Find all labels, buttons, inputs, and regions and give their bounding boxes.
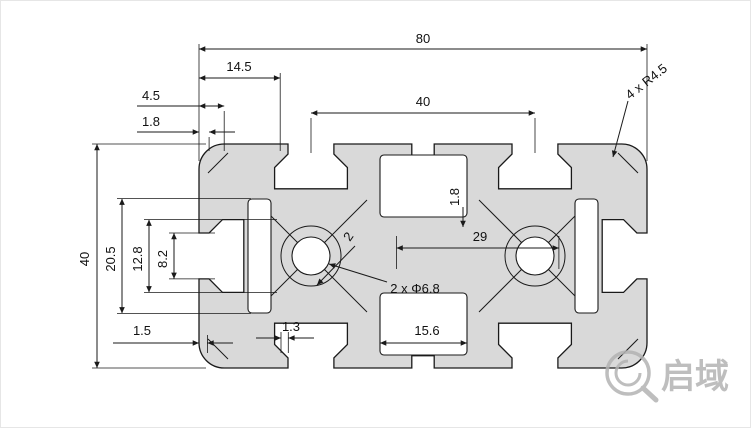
cavity-center-top [379,154,468,218]
dim-lip-offset-label: 4.5 [142,88,160,103]
dim-top-slot-spacing: 40 [310,94,536,153]
dim-bottom-cavity-width: 15.6 [379,313,468,349]
dim-corner-radius: 4 x R4.5 [611,61,670,158]
dim-slot-edge-offset: 14.5 [199,59,281,151]
dim-top-lip-thickness: 1.8 [137,114,235,151]
brand-logo-icon [605,350,659,403]
dim-slot-opening-width-label: 8.2 [155,250,170,268]
hole-right [515,236,555,276]
leader-line [316,245,356,286]
dim-bottom-wall: 1.5 [113,323,233,353]
dim-slot-edge-offset-label: 14.5 [226,59,251,74]
dim-side-cavity-height: 20.5 [103,198,251,314]
boss-right [504,225,566,287]
profile-cross-section [198,143,648,369]
dim-overall-width: 80 [198,31,648,161]
logo-inner-swirl [614,359,642,387]
dim-center-holes-label: 2 x Φ6.8 [390,281,439,296]
dim-center-width-label: 29 [473,229,487,244]
dim-center-width: 29 [396,229,560,269]
dim-center-wall-thickness: 1.8 [447,188,466,227]
leader-line [611,100,629,158]
dim-slot-opening-width: 8.2 [155,232,215,280]
logo-tail [640,385,659,403]
corner-web-bottom-right [617,338,639,360]
dim-corner-radius-label: 4 x R4.5 [623,61,670,103]
dim-bottom-cavity-width-label: 15.6 [414,323,439,338]
corner-web-top-left [207,152,229,174]
dim-center-wall-thickness-label: 1.8 [447,188,462,206]
dim-center-holes: 2 x Φ6.8 [328,263,440,296]
dim-top-lip-thickness-label: 1.8 [142,114,160,129]
dim-lip-offset: 4.5 [137,88,225,151]
watermark-text: 启域 [661,358,729,396]
dim-top-slot-spacing-label: 40 [416,94,430,109]
logo-outer-ring [605,350,651,396]
hole-left [291,236,331,276]
dim-side-cavity-height-label: 20.5 [103,246,118,271]
dim-slot-cavity-width-label: 12.8 [130,246,145,271]
dim-bottom-lip: 1.3 [256,319,314,353]
cavity-left [247,198,272,314]
leader-line [328,263,388,283]
corner-web-top-right [617,152,639,174]
dim-overall-height: 40 [77,143,206,369]
dim-bottom-lip-label: 1.3 [282,319,300,334]
dim-slot-cavity-width: 12.8 [130,219,277,293]
dim-overall-width-label: 80 [416,31,430,46]
cavity-right [574,198,599,314]
dim-bottom-wall-label: 1.5 [133,323,151,338]
dim-overall-height-label: 40 [77,252,92,266]
watermark: 启域 [605,350,729,403]
boss-left [280,225,342,287]
